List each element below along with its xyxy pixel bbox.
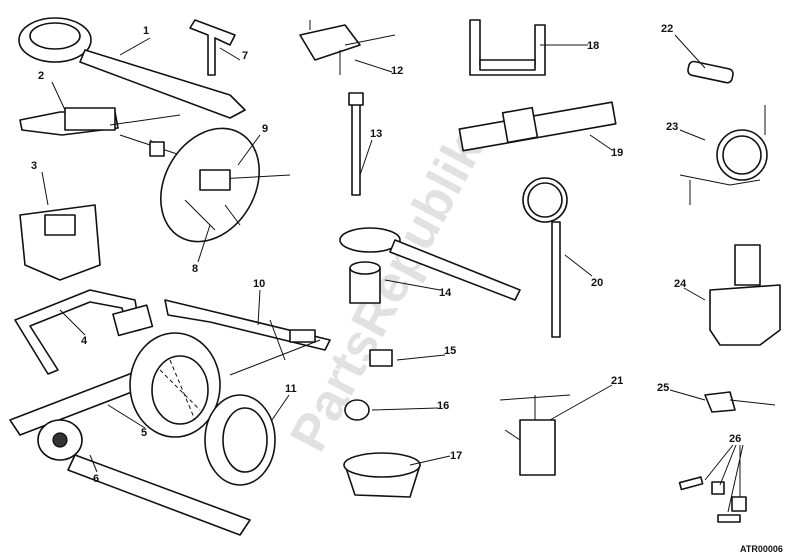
part-20-dial-gauge — [522, 177, 568, 338]
callout-labels: 1 2 3 4 5 6 7 8 9 10 11 12 13 14 15 16 1… — [31, 23, 741, 485]
callout-5: 5 — [141, 427, 147, 439]
callout-12: 12 — [391, 65, 403, 77]
watermark: PartsRepublik — [279, 125, 494, 461]
callout-23: 23 — [666, 121, 678, 133]
callout-20: 20 — [591, 277, 603, 289]
callout-6: 6 — [93, 473, 99, 485]
callout-7: 7 — [242, 50, 248, 62]
part-25-adapter — [704, 391, 776, 413]
drawing-code: ATR00006 — [740, 544, 783, 554]
part-23-dial-indicator — [679, 105, 768, 205]
part-5-flywheel-holder — [9, 332, 221, 438]
callout-9: 9 — [262, 123, 268, 135]
part-11-ring — [204, 394, 276, 486]
callout-18: 18 — [587, 40, 599, 52]
part-12-holder — [299, 20, 396, 75]
callout-10: 10 — [253, 278, 265, 290]
callout-1: 1 — [143, 25, 149, 37]
part-7-t-pin — [189, 19, 236, 76]
part-2-puller — [19, 107, 181, 157]
callout-25: 25 — [657, 382, 669, 394]
callout-21: 21 — [611, 375, 623, 387]
callout-11: 11 — [285, 383, 297, 395]
part-4-crank-tool — [14, 289, 154, 375]
part-15-plug — [369, 349, 393, 367]
callout-2: 2 — [38, 70, 44, 82]
part-19-shaft — [458, 101, 617, 152]
callout-17: 17 — [450, 450, 462, 462]
callout-14: 14 — [439, 287, 452, 299]
part-13-rod — [348, 92, 364, 196]
part-18-bracket — [469, 19, 546, 76]
callout-16: 16 — [437, 400, 449, 412]
part-10-puller-bar — [164, 299, 331, 376]
part-26-small-parts — [678, 476, 747, 523]
callout-24: 24 — [674, 278, 687, 290]
part-3-gauge — [19, 204, 101, 281]
callout-22: 22 — [661, 23, 673, 35]
callout-4: 4 — [81, 335, 88, 347]
callout-3: 3 — [31, 160, 37, 172]
callout-26: 26 — [729, 433, 741, 445]
part-14-socket-wrench — [339, 227, 521, 304]
part-17-cup — [343, 452, 421, 498]
part-16-plug — [344, 399, 370, 421]
callout-13: 13 — [370, 128, 382, 140]
part-1-ring-spanner — [18, 17, 246, 119]
callout-8: 8 — [192, 263, 198, 275]
watermark-text: PartsRepublik — [279, 125, 494, 461]
part-22-pin — [687, 60, 734, 84]
part-9-degree-wheel — [160, 127, 291, 243]
callout-15: 15 — [444, 345, 456, 357]
part-21-puller — [499, 394, 571, 476]
leader-lines — [41, 34, 744, 513]
callout-19: 19 — [611, 147, 623, 159]
part-24-sleeve-tool — [709, 244, 781, 346]
part-6-spanner — [37, 419, 251, 536]
